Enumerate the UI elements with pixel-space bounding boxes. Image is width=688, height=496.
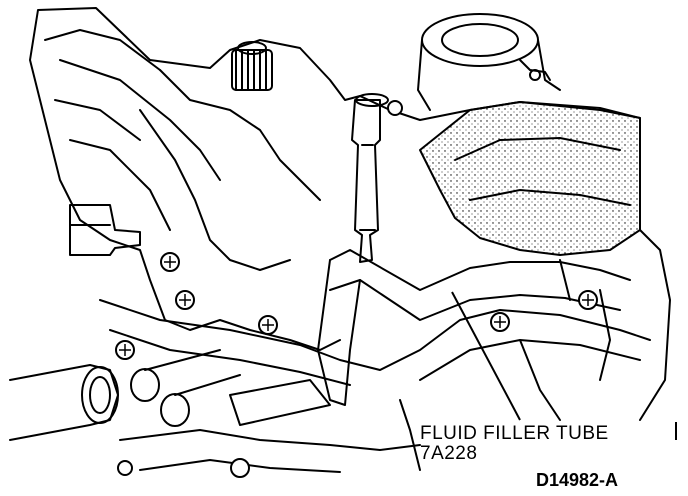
cooler-fitting: [130, 368, 160, 402]
splined-shaft: [231, 49, 273, 91]
callout-part-name: FLUID FILLER TUBE: [420, 423, 609, 444]
right-housing: [419, 101, 641, 256]
case-rib-left: [44, 29, 221, 231]
fluid-filler-tube: [351, 99, 381, 263]
callout-leader: [451, 291, 521, 421]
mount-bracket: [69, 204, 141, 256]
case-web: [139, 69, 321, 271]
callout-part-number: 7A228: [420, 443, 478, 464]
bolt: [117, 460, 133, 476]
figure-id: D14982-A: [536, 470, 619, 490]
cylinder-boss: [421, 13, 539, 67]
oil-pan-flange: [99, 299, 651, 371]
bolt: [387, 100, 403, 116]
bolt: [230, 458, 250, 478]
lower-housing: [119, 399, 421, 473]
